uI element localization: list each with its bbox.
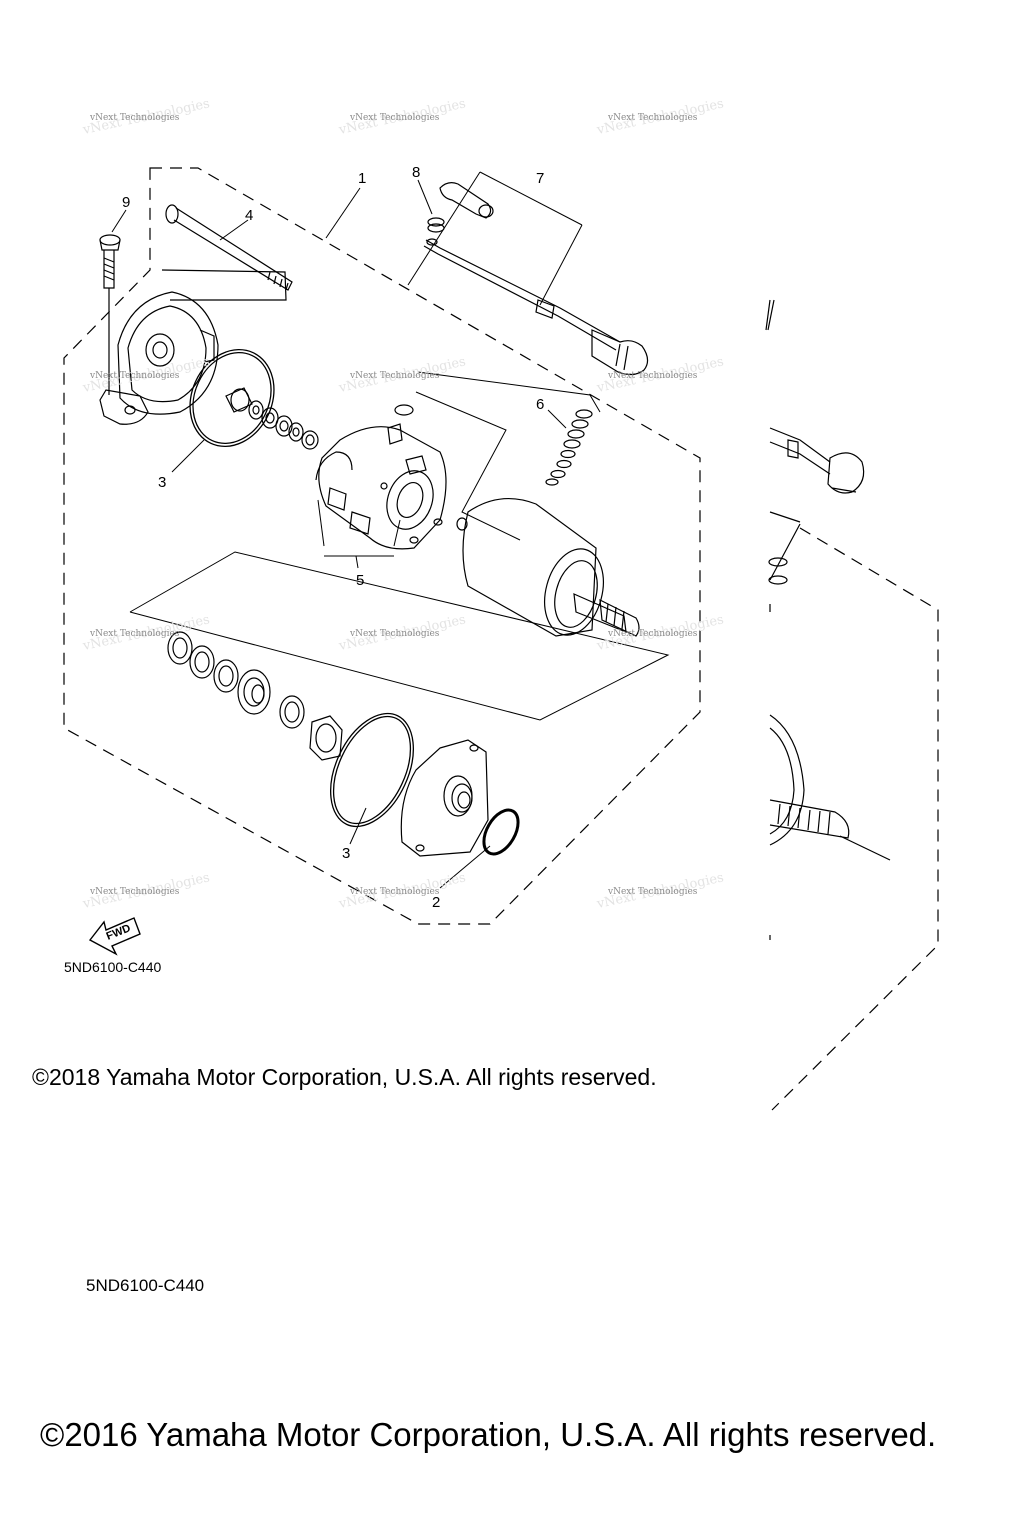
callout-3-upper: 3 <box>158 474 166 491</box>
part-3-oring-upper <box>189 348 275 448</box>
part-9-bolt <box>99 234 121 395</box>
leader-lines <box>111 179 567 889</box>
callout-3-lower: 3 <box>342 845 350 862</box>
callout-7: 7 <box>536 170 544 187</box>
callout-4: 4 <box>245 207 253 224</box>
part-2-small-oring <box>482 808 520 856</box>
watermark: vNext Technologies <box>89 887 180 897</box>
callout-1: 1 <box>358 170 366 187</box>
callout-5: 5 <box>356 572 364 589</box>
watermark: vNext Technologies <box>349 887 440 897</box>
watermark: vNext Technologies <box>607 371 698 381</box>
diagram-code-outer: 5ND6100-C440 <box>86 1276 205 1295</box>
watermark: vNext Technologies <box>89 113 180 123</box>
watermark: vNext Technologies <box>607 887 698 897</box>
watermark: vNext Technologies <box>607 113 698 123</box>
watermark: vNext Technologies <box>89 629 180 639</box>
part-6-washers <box>545 409 593 486</box>
assembly-boundary <box>63 167 701 925</box>
fwd-arrow-icon: FWD <box>88 917 141 956</box>
callout-8: 8 <box>412 164 420 181</box>
part-7-lead-wire <box>423 182 649 376</box>
part-5-brush-holder <box>315 404 447 550</box>
part-3-oring-lower <box>330 712 414 828</box>
watermark: vNext Technologies <box>607 629 698 639</box>
copyright-inner: ©2018 Yamaha Motor Corporation, U.S.A. A… <box>32 1064 657 1090</box>
callout-6: 6 <box>536 396 544 413</box>
copyright-outer: ©2016 Yamaha Motor Corporation, U.S.A. A… <box>40 1416 937 1453</box>
part-4-through-bolt <box>165 204 293 291</box>
watermark: vNext Technologies <box>349 113 440 123</box>
front-cover <box>400 739 489 857</box>
duplicate-diagram-fragment <box>765 299 939 1111</box>
lower-washer-stack <box>167 631 343 761</box>
callout-9: 9 <box>122 194 130 211</box>
watermark: vNext Technologies <box>89 371 180 381</box>
watermark: vNext Technologies <box>349 629 440 639</box>
callout-2: 2 <box>432 894 440 911</box>
watermark: vNext Technologies <box>349 371 440 381</box>
upper-washer-stack <box>225 387 319 450</box>
starter-yoke <box>456 498 640 637</box>
group-bracket-lines <box>129 171 670 721</box>
diagram-code-inner: 5ND6100-C440 <box>64 959 161 975</box>
rear-cover <box>99 269 287 425</box>
